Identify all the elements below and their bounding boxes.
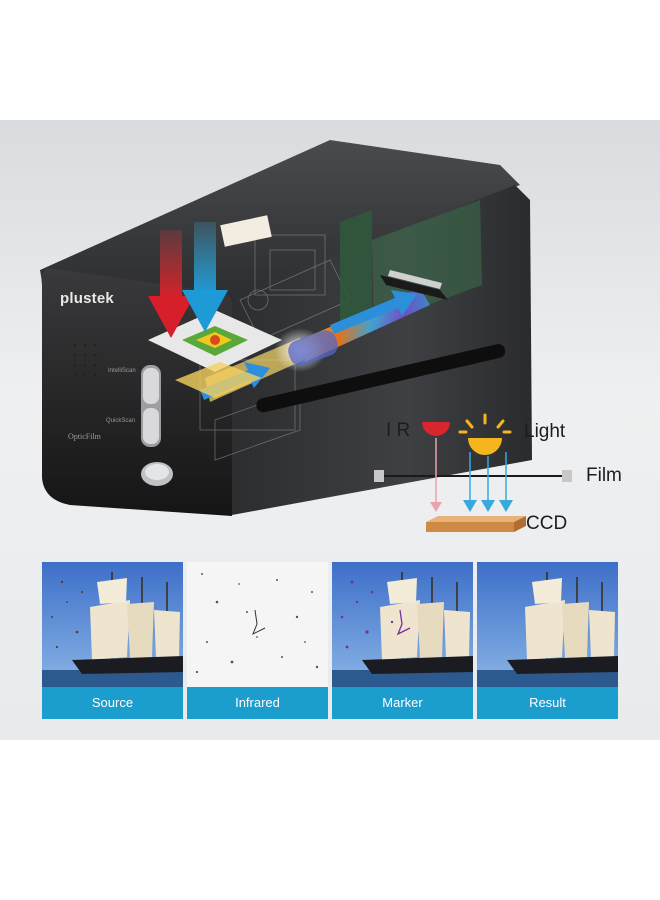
ir-light-diagram (374, 413, 572, 532)
scanner-illustration (40, 140, 532, 516)
sun-icon (468, 438, 502, 455)
result-caption: Result (477, 687, 618, 719)
result-image (477, 562, 618, 687)
ccd-plate (426, 522, 514, 532)
panel-infrared: Infrared (187, 562, 328, 719)
model-label: OpticFilm (68, 432, 101, 441)
ir-source-icon (422, 422, 450, 436)
source-image (42, 562, 183, 687)
film-label: Film (586, 465, 622, 486)
ccd-label: CCD (526, 513, 568, 534)
marker-image (332, 562, 473, 687)
brand-logo: plustek (60, 290, 114, 307)
panel-source: Source (42, 562, 183, 719)
panel-result: Result (477, 562, 618, 719)
marker-caption: Marker (332, 687, 473, 719)
intelliscan-label: IntelliScan (108, 368, 136, 374)
panel-marker: Marker (332, 562, 473, 719)
infrared-image (187, 562, 328, 687)
quickscan-label: QuickScan (106, 418, 136, 424)
ir-label: I R (386, 420, 411, 441)
infrared-caption: Infrared (187, 687, 328, 719)
source-caption: Source (42, 687, 183, 719)
light-label: Light (524, 421, 566, 442)
